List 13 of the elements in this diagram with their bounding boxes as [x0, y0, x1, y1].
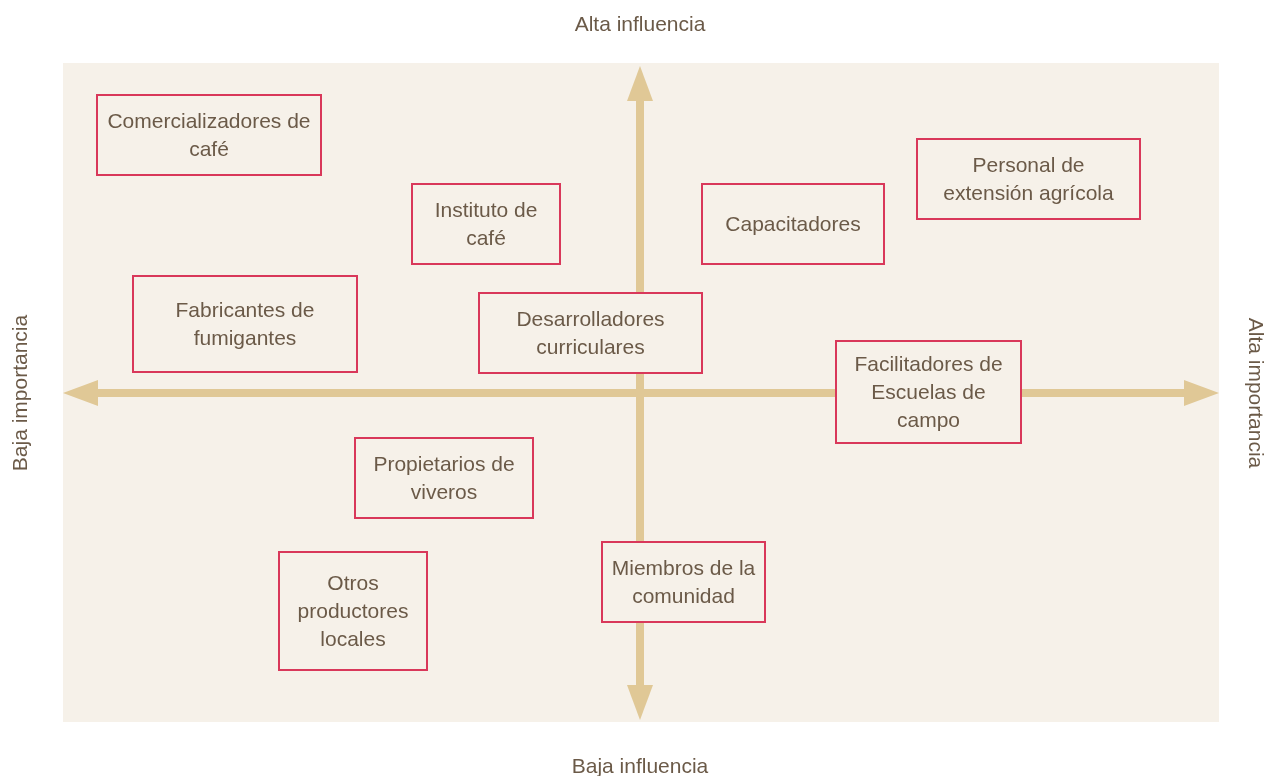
- stakeholder-box: Desarrolladores curriculares: [478, 292, 703, 374]
- stakeholder-box: Otros productores locales: [278, 551, 428, 671]
- stakeholder-box: Miembros de la comunidad: [601, 541, 766, 623]
- axis-label: Alta importancia: [1243, 317, 1269, 469]
- axis-label: Alta influencia: [574, 11, 706, 37]
- stakeholder-box: Fabricantes de fumigantes: [132, 275, 358, 373]
- stakeholder-box: Facilitadores de Escuelas de campo: [835, 340, 1022, 444]
- stakeholder-box: Personal de extensión agrícola: [916, 138, 1141, 220]
- stakeholder-box: Instituto de café: [411, 183, 561, 265]
- stakeholder-box: Comercializadores de café: [96, 94, 322, 176]
- stakeholder-box: Propietarios de viveros: [354, 437, 534, 519]
- stakeholder-box: Capacitadores: [701, 183, 885, 265]
- axis-label: Baja importancia: [7, 314, 33, 472]
